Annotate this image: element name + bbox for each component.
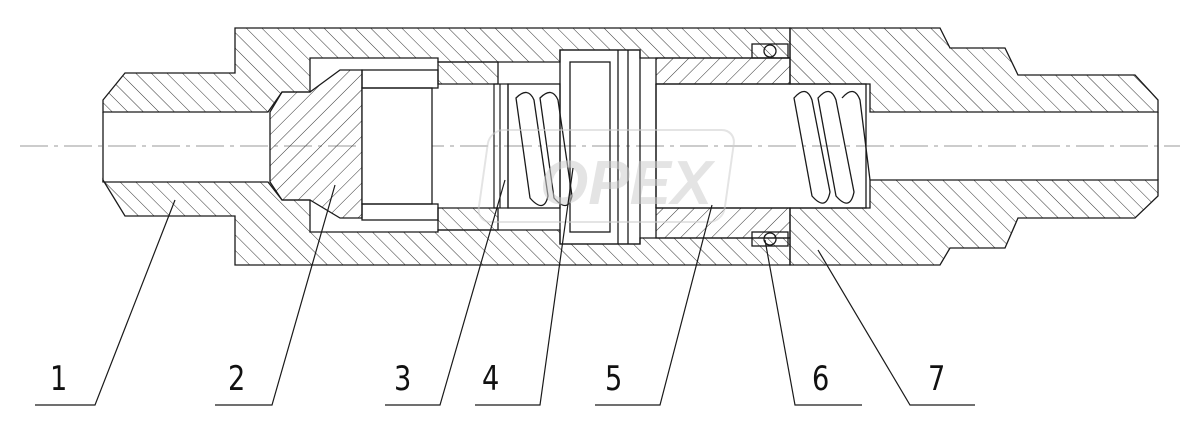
- part-6-o-ring: [751, 43, 789, 247]
- callout-2: 2: [228, 359, 246, 399]
- right-spring: [793, 90, 871, 204]
- callout-1: 1: [50, 359, 68, 399]
- callout-3: 3: [394, 359, 412, 399]
- callout-5: 5: [605, 359, 623, 399]
- leader-lines: [35, 167, 975, 406]
- callout-4: 4: [482, 359, 500, 399]
- part-7-right-fitting: [789, 27, 1159, 266]
- opex-watermark: OPEX: [477, 129, 735, 223]
- callout-6: 6: [812, 359, 830, 399]
- watermark-text: OPEX: [540, 149, 716, 218]
- part-2-poppet: [269, 61, 499, 231]
- callout-7: 7: [928, 359, 946, 399]
